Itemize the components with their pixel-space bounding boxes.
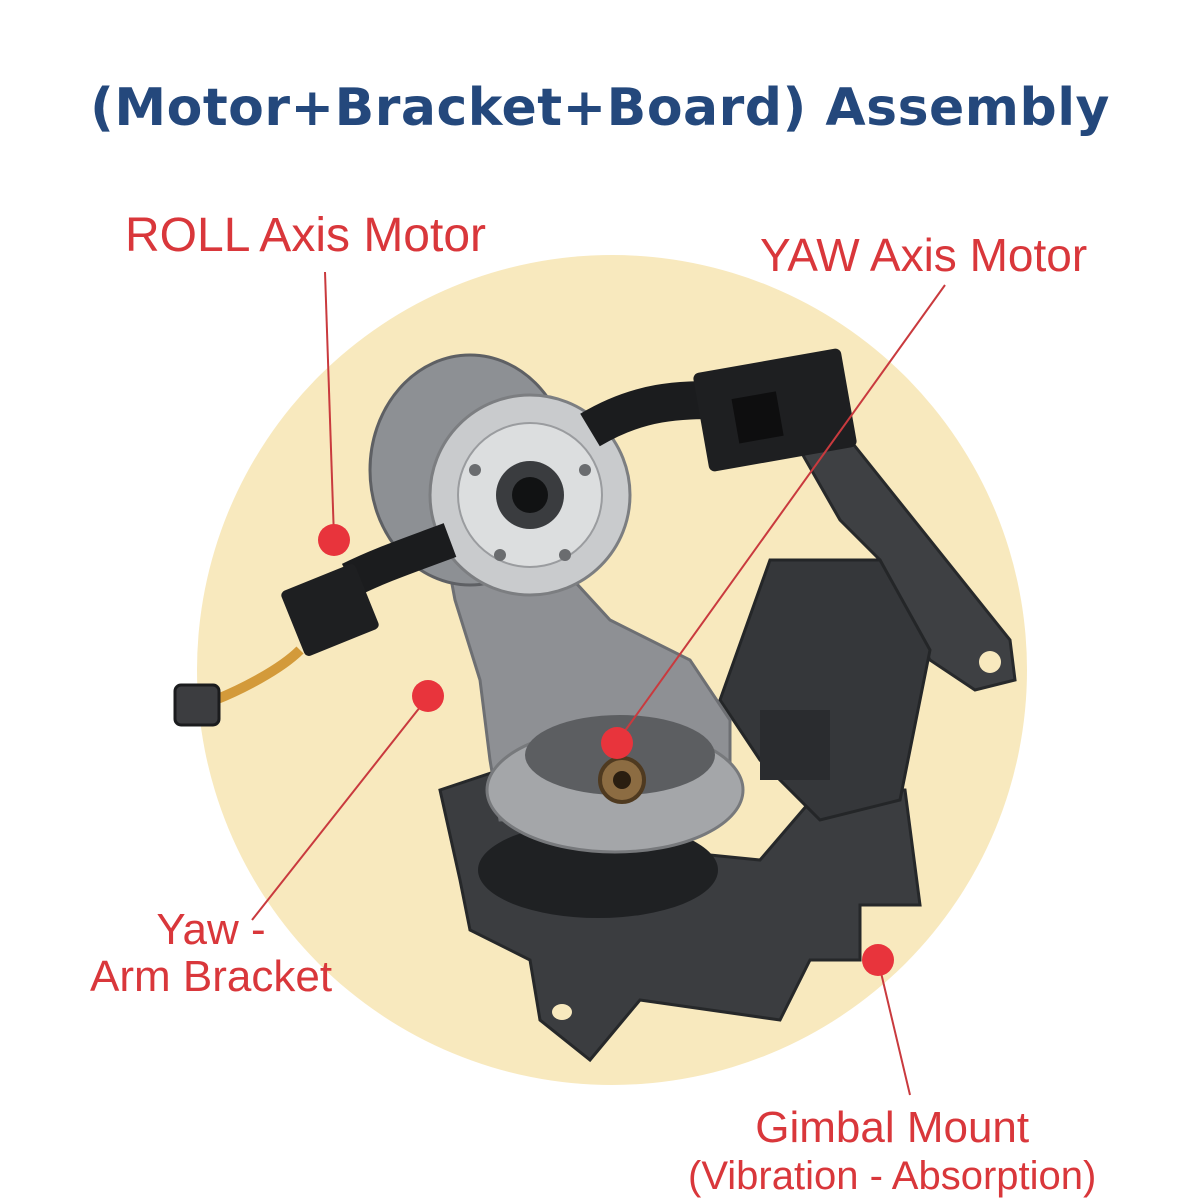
gimbal-mount-label-line2: (Vibration - Absorption) (688, 1154, 1097, 1198)
roll-marker-dot (318, 524, 350, 556)
yaw-arm-bracket-shape (438, 477, 745, 854)
yaw-arm-bracket-label-line2: Arm Bracket (90, 952, 333, 1001)
mount-marker-dot (862, 944, 894, 976)
yaw-motor-leader-line (616, 284, 946, 743)
mount-leader-line (877, 959, 911, 1096)
roll-axis-motor-shape (368, 353, 632, 597)
roll-leader-line (324, 271, 335, 539)
yaw-arm-bracket-label-line1: Yaw - (156, 905, 266, 954)
bracket-marker-dot (412, 680, 444, 712)
bracket-leader-line (251, 696, 429, 921)
gimbal-mount-label: Gimbal Mount (Vibration - Absorption) (688, 1104, 1096, 1200)
yaw-axis-motor-label: YAW Axis Motor (760, 229, 1088, 281)
gimbal-mount-label-line1: Gimbal Mount (755, 1103, 1030, 1152)
flex-cables (173, 348, 857, 727)
yaw-arm-bracket-label: Yaw - Arm Bracket (90, 906, 332, 1000)
yaw-motor-marker-dot (601, 727, 633, 759)
roll-axis-motor-label: ROLL Axis Motor (125, 209, 487, 262)
yaw-arm-frame (718, 438, 1017, 822)
page-title: (Motor+Bracket+Board) Assembly (90, 78, 1110, 138)
